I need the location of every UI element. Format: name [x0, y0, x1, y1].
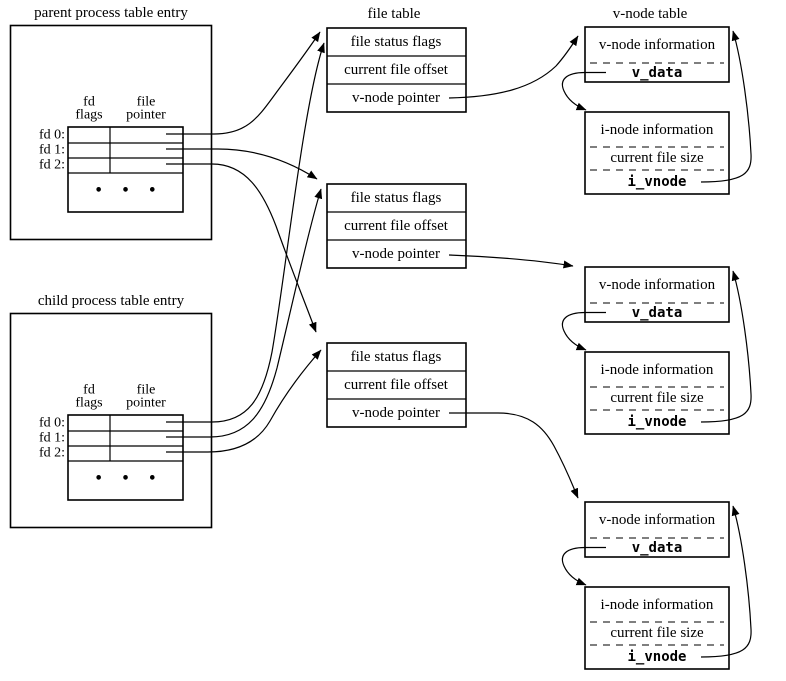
parent-fd2-label: fd 2:	[39, 158, 65, 173]
child-header-file: file	[137, 383, 156, 398]
arrow-child-fd2-to-file-table-3	[166, 349, 322, 453]
file-table-title: file table	[368, 6, 421, 22]
parent-fd-table-box	[67, 126, 184, 213]
current-file-offset-label: current file offset	[344, 62, 449, 78]
arrow-file-table-2-to-vnode-2	[448, 254, 574, 269]
child-header-pointer: pointer	[126, 396, 166, 411]
file-table-entry-1: file status flags current file offset v-…	[326, 27, 467, 113]
file-status-flags-label: file status flags	[351, 349, 442, 365]
parent-table-title: parent process table entry	[34, 5, 188, 21]
inode-information-label: i-node information	[601, 597, 714, 613]
child-process-table-entry: child process table entry fd flags file …	[9, 293, 213, 529]
arrow-parent-fd1-to-file-table-2	[166, 148, 318, 180]
child-table-title: child process table entry	[38, 293, 185, 309]
vnode-information-label: v-node information	[599, 37, 716, 53]
current-file-size-label: current file size	[610, 150, 704, 166]
vnode-box-1	[584, 26, 730, 83]
file-status-flags-label: file status flags	[351, 34, 442, 50]
arrow-file-table-3-to-vnode-3	[449, 412, 579, 499]
inode-information-label: i-node information	[601, 362, 714, 378]
vnode-inode-group-3: v-node information v_data i-node informa…	[561, 501, 752, 670]
vnode-information-label: v-node information	[599, 512, 716, 528]
v-node-pointer-label: v-node pointer	[352, 90, 440, 106]
inode-box-1	[584, 111, 730, 195]
i-vnode-label: i_vnode	[627, 174, 686, 190]
file-table-1-box	[326, 27, 467, 113]
child-outer-box	[9, 312, 213, 529]
arrow-child-fd0-to-file-table-1	[166, 42, 325, 423]
file-table-entry-3: file status flags current file offset v-…	[326, 342, 467, 428]
inode-box-2	[584, 351, 730, 435]
parent-header-file: file	[137, 95, 156, 110]
arrow-file-table-1-to-vnode-1	[448, 35, 579, 99]
v-node-pointer-label: v-node pointer	[352, 405, 440, 421]
arrow-parent-fd0-to-file-table-1	[166, 31, 321, 135]
child-fd-ellipsis: • • •	[95, 472, 164, 487]
current-file-offset-label: current file offset	[344, 377, 449, 393]
current-file-size-label: current file size	[610, 390, 704, 406]
arrow-vdata-to-inode-2	[561, 311, 606, 351]
i-vnode-label: i_vnode	[627, 649, 686, 665]
vnode-inode-group-2: v-node information v_data i-node informa…	[561, 266, 752, 435]
arrow-vdata-to-inode-3	[561, 546, 606, 586]
current-file-size-label: current file size	[610, 625, 704, 641]
i-vnode-label: i_vnode	[627, 414, 686, 430]
inode-information-label: i-node information	[601, 122, 714, 138]
file-table-entry-2: file status flags current file offset v-…	[326, 183, 467, 269]
current-file-offset-label: current file offset	[344, 218, 449, 234]
child-fd0-label: fd 0:	[39, 416, 65, 431]
child-header-fd: fd	[83, 383, 95, 398]
parent-outer-box	[9, 24, 213, 241]
arrow-ivnode-to-vnode-2	[700, 270, 752, 423]
parent-process-table-entry: parent process table entry fd flags file…	[9, 5, 213, 241]
child-header-flags: flags	[75, 396, 102, 411]
arrow-vdata-to-inode-1	[561, 71, 606, 111]
vnode-box-2	[584, 266, 730, 323]
child-fd-table-box	[67, 414, 184, 501]
parent-header-pointer: pointer	[126, 108, 166, 123]
arrow-ivnode-to-vnode-1	[700, 30, 752, 183]
parent-fd0-label: fd 0:	[39, 128, 65, 143]
v-data-label: v_data	[632, 65, 683, 81]
vnode-inode-group-1: v-node information v_data i-node informa…	[561, 26, 752, 195]
arrow-child-fd1-to-file-table-2	[166, 188, 323, 438]
child-fd1-label: fd 1:	[39, 431, 65, 446]
vnode-information-label: v-node information	[599, 277, 716, 293]
parent-header-flags: flags	[75, 108, 102, 123]
parent-fd-ellipsis: • • •	[95, 184, 164, 199]
child-fd2-label: fd 2:	[39, 446, 65, 461]
parent-header-fd: fd	[83, 95, 95, 110]
file-status-flags-label: file status flags	[351, 190, 442, 206]
arrow-parent-fd2-to-file-table-3	[166, 163, 317, 333]
inode-box-3	[584, 586, 730, 670]
v-node-pointer-label: v-node pointer	[352, 246, 440, 262]
file-table-3-box	[326, 342, 467, 428]
v-node-table-title: v-node table	[613, 6, 688, 22]
arrow-ivnode-to-vnode-3	[700, 505, 752, 658]
file-table-2-box	[326, 183, 467, 269]
v-data-label: v_data	[632, 305, 683, 321]
parent-fd1-label: fd 1:	[39, 143, 65, 158]
vnode-box-3	[584, 501, 730, 558]
v-data-label: v_data	[632, 540, 683, 556]
